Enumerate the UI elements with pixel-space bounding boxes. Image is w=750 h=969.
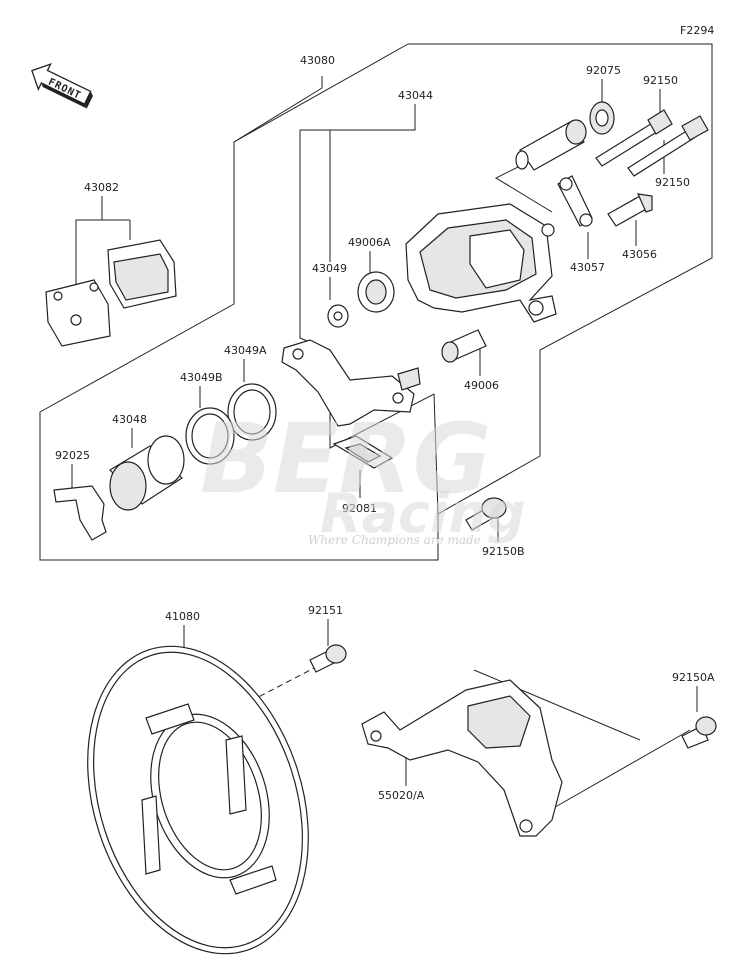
bushing-49006 <box>441 329 487 363</box>
bracket-55020a <box>361 679 563 837</box>
label-43080: 43080 <box>300 54 335 67</box>
front-arrow-icon: FRONT <box>31 63 93 109</box>
caliper-bracket <box>281 339 421 427</box>
boot-92075 <box>589 101 615 135</box>
label-43048: 43048 <box>112 413 147 426</box>
label-92150B: 92150B <box>482 545 525 558</box>
bolt-92150a <box>681 716 717 749</box>
label-92081: 92081 <box>342 502 377 515</box>
label-43056: 43056 <box>622 248 657 261</box>
label-55020A: 55020/A <box>378 789 425 802</box>
caliper-body <box>405 203 557 323</box>
label-43049: 43049 <box>312 262 347 275</box>
piston-43048 <box>109 435 185 511</box>
label-92150-right: 92150 <box>655 176 690 189</box>
link-43057 <box>557 175 593 227</box>
watermark-brand-top: BERG <box>200 403 491 515</box>
clip-92081 <box>332 435 394 469</box>
caliper-pin <box>515 119 587 171</box>
brake-disc-41080 <box>87 645 309 955</box>
watermark-tagline: Where Champions are made <box>308 533 481 547</box>
label-92150A: 92150A <box>672 671 715 684</box>
label-92150-top: 92150 <box>643 74 678 87</box>
watermark-logo: BERG Racing Where Champions are made <box>200 403 526 547</box>
slide-pins <box>595 109 709 177</box>
bolt-92151 <box>309 644 347 673</box>
label-49006A: 49006A <box>348 236 391 249</box>
label-43044: 43044 <box>398 89 433 102</box>
label-49006: 49006 <box>464 379 499 392</box>
label-43049B: 43049B <box>180 371 223 384</box>
piston-seals <box>185 383 277 465</box>
label-43049A: 43049A <box>224 344 267 357</box>
label-43057: 43057 <box>570 261 605 274</box>
label-92025: 92025 <box>55 449 90 462</box>
bolt-92150b <box>465 497 507 531</box>
label-92151: 92151 <box>308 604 343 617</box>
spring-92025 <box>53 485 107 541</box>
brake-pads <box>45 239 177 347</box>
label-92075: 92075 <box>586 64 621 77</box>
watermark-brand-bottom: Racing <box>320 482 526 545</box>
bleeder-43056 <box>607 193 653 227</box>
assembly-outline-43080 <box>39 43 713 561</box>
washer-43049 <box>327 304 349 328</box>
label-43082: 43082 <box>84 181 119 194</box>
diagram-code: F2294 <box>680 24 714 37</box>
bleeder-seal <box>357 271 395 313</box>
label-41080: 41080 <box>165 610 200 623</box>
